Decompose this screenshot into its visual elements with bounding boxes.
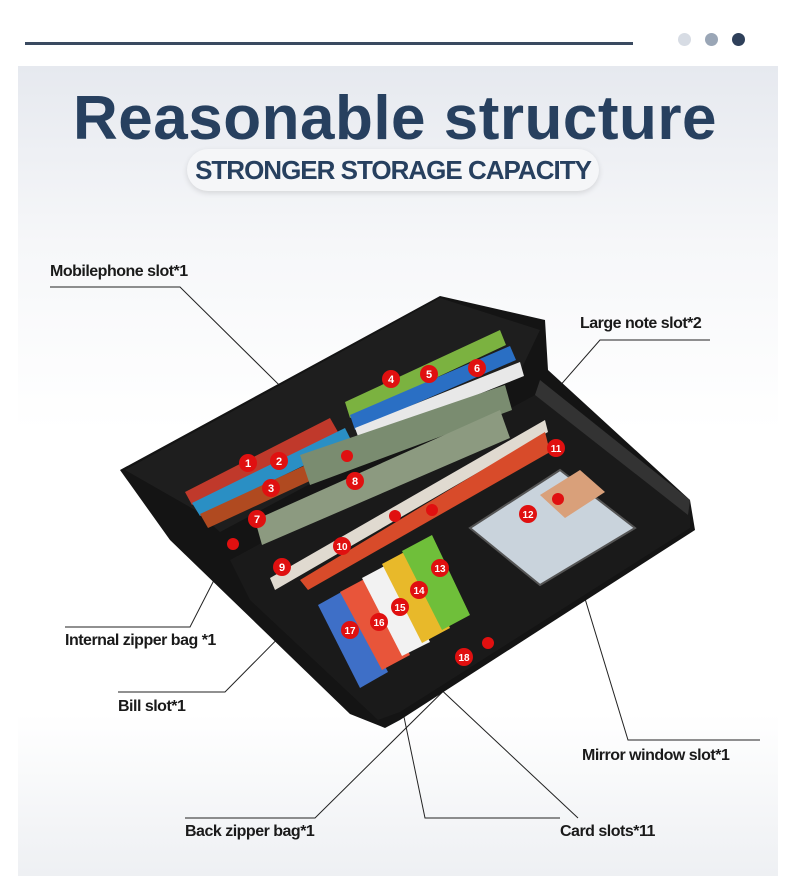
callout-large-note-slot: Large note slot*2	[580, 315, 702, 332]
banknotes-upper	[300, 385, 512, 485]
marker-10: 10	[333, 537, 351, 555]
svg-text:12: 12	[522, 510, 534, 521]
callout-internal-zipper-bag: Internal zipper bag *1	[65, 632, 216, 649]
marker-1: 1	[239, 454, 257, 472]
marker-16: 16	[370, 613, 388, 631]
marker-13: 13	[431, 559, 449, 577]
pager-dot-3[interactable]	[732, 33, 745, 46]
banknotes-middle	[255, 410, 510, 545]
subtitle-badge: STRONGER STORAGE CAPACITY	[187, 149, 599, 191]
pager-dots	[678, 33, 745, 46]
svg-text:18: 18	[458, 653, 470, 664]
callout-bill-slot: Bill slot*1	[118, 698, 186, 715]
zipper-edge	[535, 380, 690, 515]
svg-text:3: 3	[268, 483, 274, 495]
pager-dot-2[interactable]	[705, 33, 718, 46]
callout-back-zipper-bag: Back zipper bag*1	[185, 823, 315, 840]
svg-text:8: 8	[352, 476, 358, 488]
leader-endpoint-dot	[341, 450, 353, 462]
marker-2: 2	[270, 452, 288, 470]
header-rule	[25, 42, 633, 45]
leader-endpoint-dot	[389, 510, 401, 522]
marker-9: 9	[273, 558, 291, 576]
page-title: Reasonable structure	[73, 84, 717, 153]
marker-17: 17	[341, 621, 359, 639]
svg-text:15: 15	[394, 603, 406, 614]
marker-4: 4	[382, 370, 400, 388]
id-photo	[540, 470, 605, 518]
marker-7: 7	[248, 510, 266, 528]
callout-card-slots: Card slots*11	[560, 823, 655, 840]
bill-red	[300, 432, 550, 590]
svg-text:10: 10	[336, 542, 348, 553]
marker-8: 8	[346, 472, 364, 490]
svg-text:9: 9	[279, 562, 285, 574]
marker-11: 11	[547, 439, 565, 457]
svg-text:6: 6	[474, 363, 480, 375]
leader-endpoint-dot	[552, 493, 564, 505]
svg-text:17: 17	[344, 626, 356, 637]
svg-text:14: 14	[413, 586, 425, 597]
marker-18: 18	[455, 648, 473, 666]
svg-text:7: 7	[254, 514, 260, 526]
svg-text:5: 5	[426, 369, 432, 381]
svg-text:1: 1	[245, 458, 251, 470]
svg-text:16: 16	[373, 618, 385, 629]
marker-6: 6	[468, 359, 486, 377]
marker-15: 15	[391, 598, 409, 616]
marker-14: 14	[410, 581, 428, 599]
svg-text:11: 11	[551, 444, 562, 455]
pager-dot-1[interactable]	[678, 33, 691, 46]
leader-endpoint-dot	[426, 504, 438, 516]
svg-text:4: 4	[388, 374, 395, 386]
svg-text:13: 13	[434, 564, 446, 575]
callout-mirror-window-slot: Mirror window slot*1	[582, 747, 730, 764]
svg-text:2: 2	[276, 456, 282, 468]
callout-mobilephone-slot: Mobilephone slot*1	[50, 263, 188, 280]
leader-endpoint-dot	[227, 538, 239, 550]
marker-5: 5	[420, 365, 438, 383]
leader-endpoint-dot	[482, 637, 494, 649]
marker-12: 12	[519, 505, 537, 523]
marker-3: 3	[262, 479, 280, 497]
